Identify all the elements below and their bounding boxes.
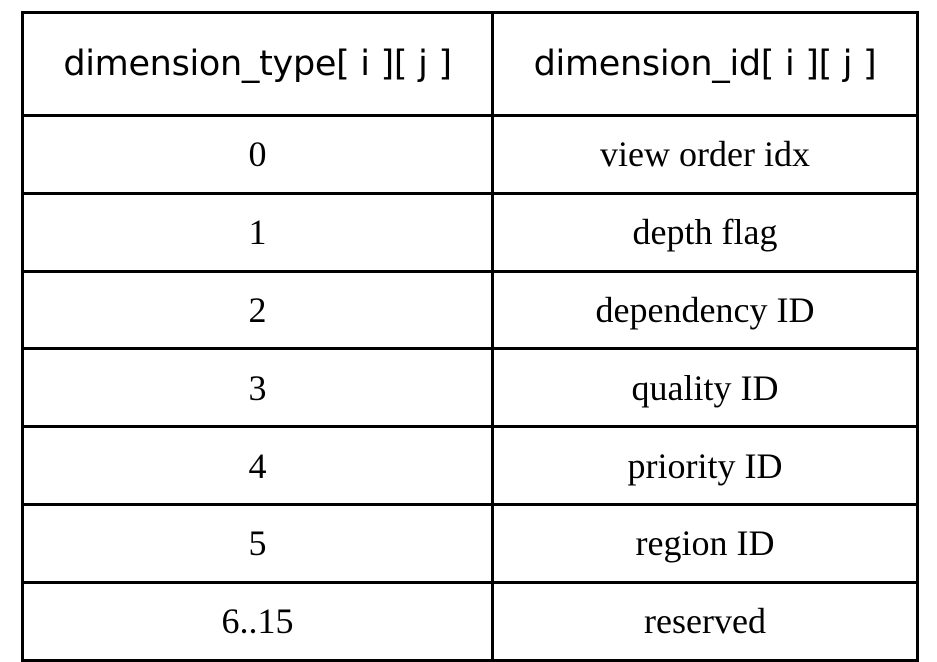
cell-dimension-type-6: 6..15 xyxy=(21,580,494,662)
cell-dimension-id-2: dependency ID xyxy=(491,269,919,351)
spec-table-container: dimension_type[ i ][ j ] dimension_id[ i… xyxy=(21,11,919,662)
cell-dimension-id-0: view order idx xyxy=(491,114,919,195)
table-header-row: dimension_type[ i ][ j ] dimension_id[ i… xyxy=(21,11,919,117)
cell-dimension-type-0: 0 xyxy=(21,114,494,195)
dimension-mapping-table: dimension_type[ i ][ j ] dimension_id[ i… xyxy=(21,11,919,662)
cell-dimension-type-1: 1 xyxy=(21,191,494,273)
table-row: 1 depth flag xyxy=(21,191,919,273)
cell-dimension-id-3: quality ID xyxy=(491,347,919,429)
cell-dimension-type-2: 2 xyxy=(21,269,494,351)
cell-dimension-id-4: priority ID xyxy=(491,425,919,506)
cell-dimension-type-4: 4 xyxy=(21,425,494,506)
table-row: 5 region ID xyxy=(21,502,919,584)
table-row: 4 priority ID xyxy=(21,425,919,506)
cell-dimension-id-1: depth flag xyxy=(491,191,919,273)
cell-dimension-id-6: reserved xyxy=(491,580,919,662)
table-row: 6..15 reserved xyxy=(21,580,919,662)
table-row: 2 dependency ID xyxy=(21,269,919,351)
page-canvas: dimension_type[ i ][ j ] dimension_id[ i… xyxy=(21,11,919,662)
cell-dimension-type-5: 5 xyxy=(21,502,494,584)
table-row: 3 quality ID xyxy=(21,347,919,429)
cell-dimension-id-5: region ID xyxy=(491,502,919,584)
header-dimension-type: dimension_type[ i ][ j ] xyxy=(21,11,494,117)
header-dimension-id: dimension_id[ i ][ j ] xyxy=(491,11,919,117)
cell-dimension-type-3: 3 xyxy=(21,347,494,429)
table-row: 0 view order idx xyxy=(21,114,919,195)
